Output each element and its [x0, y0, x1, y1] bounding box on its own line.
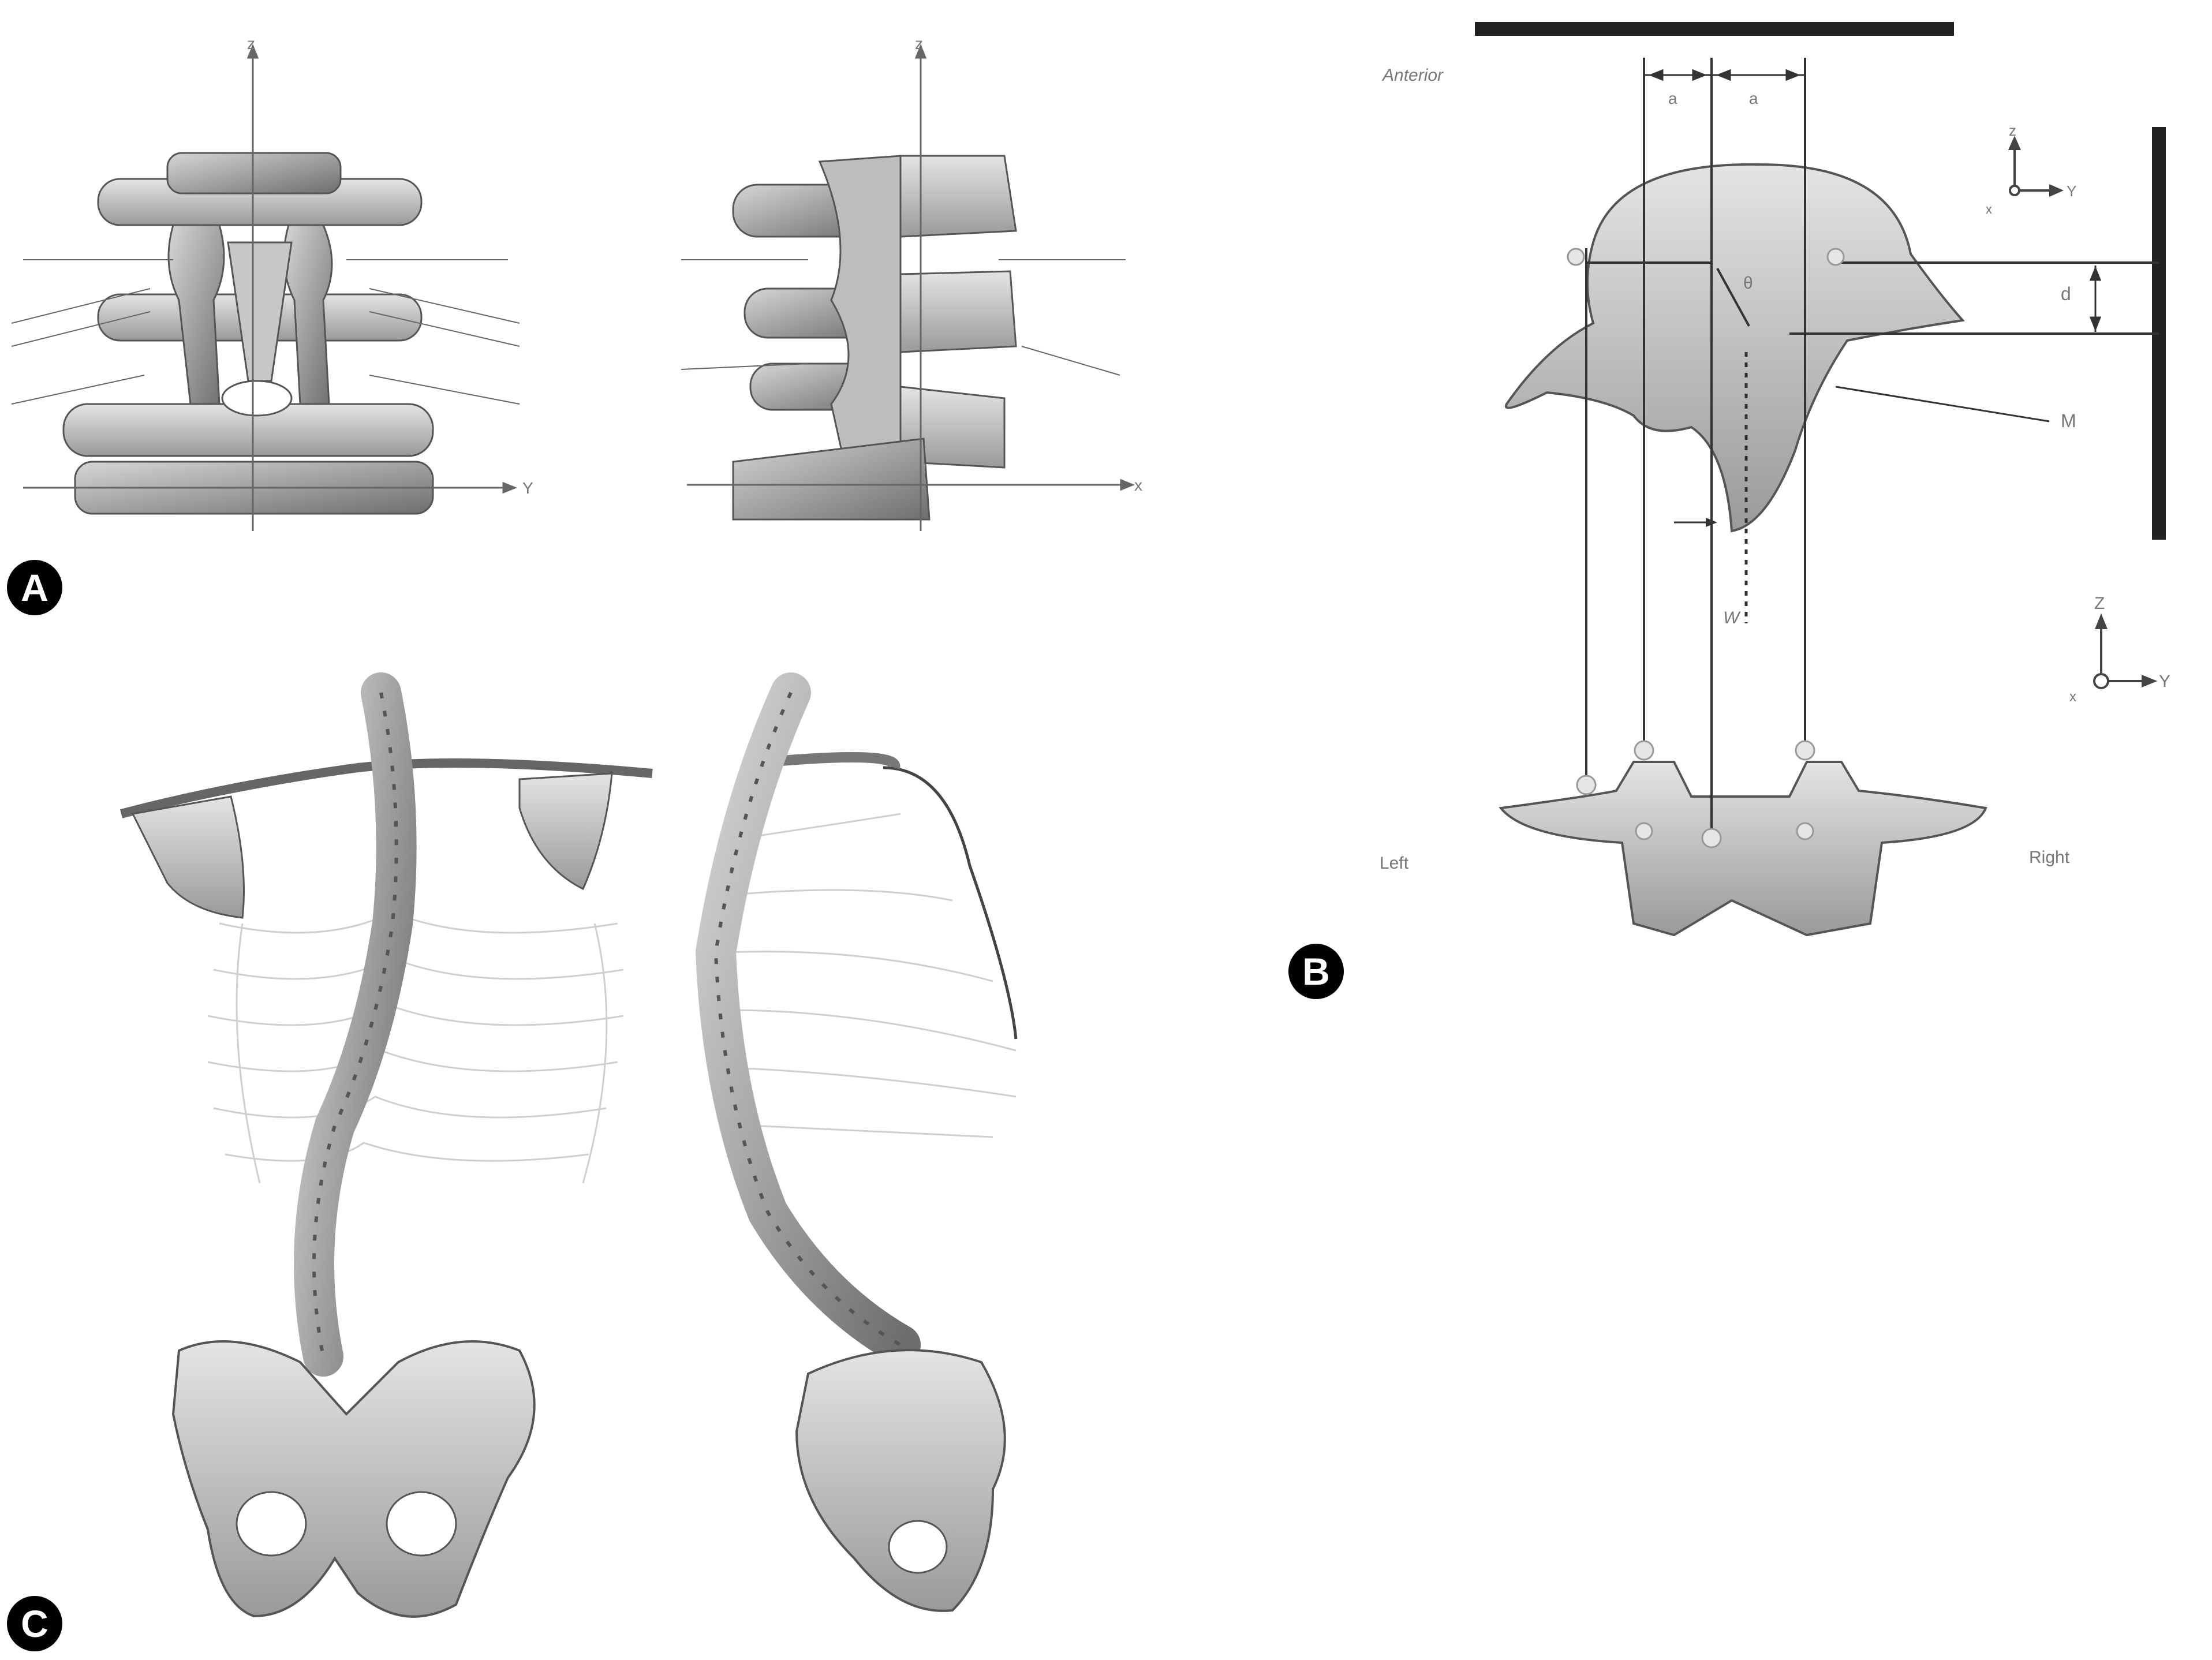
- panel-a-lateral-view: [732, 155, 1017, 521]
- d-label: d: [2061, 283, 2071, 304]
- rib-cage: [207, 911, 624, 1184]
- panel-a-side-z-axis-label: z: [915, 35, 923, 53]
- panel-c-posterior-skeleton: [119, 672, 653, 1618]
- spine-column: [294, 672, 417, 1377]
- panel-a: z Y z x: [11, 35, 1142, 531]
- panel-b-badge: B: [1288, 944, 1344, 999]
- axes-bottom-y: Y: [2159, 672, 2170, 691]
- rib-cage-lateral: [727, 813, 1017, 1138]
- dimension-arrows: [1644, 69, 2102, 332]
- left-label: Left: [1380, 854, 1409, 873]
- anterior-label: Anterior: [1381, 66, 1444, 85]
- axes-bottom-z: Z: [2094, 594, 2105, 613]
- axes-top-x: x: [1986, 202, 1992, 216]
- panel-a-axes-side: [681, 43, 1135, 531]
- panel-a-badge: A: [7, 560, 62, 615]
- dimension-a-left: a: [1668, 89, 1677, 107]
- muscle-leader: [1835, 386, 2050, 423]
- w-label: W: [1723, 608, 1741, 627]
- panel-a-posterior-view: [62, 152, 434, 515]
- panel-a-x-axis-label: x: [1134, 476, 1142, 494]
- axes-bottom-x: x: [2069, 689, 2076, 705]
- right-scapula: [518, 772, 613, 891]
- axes-bottom: [2093, 613, 2158, 689]
- muscle-label: M: [2061, 410, 2076, 431]
- panel-a-y-axis-label: Y: [522, 479, 533, 497]
- vertebra-top-view: [1504, 163, 1965, 533]
- landmarks: [1567, 248, 1845, 848]
- panel-a-z-axis-label: z: [247, 35, 255, 53]
- dimension-a-right: a: [1749, 89, 1758, 107]
- axes-top-y: Y: [2067, 182, 2076, 200]
- vertebra-posterior-view: [1499, 761, 1987, 937]
- pelvis-posterior: [171, 1340, 536, 1618]
- spine-column-lateral: [695, 672, 921, 1365]
- panel-c-badge: C: [7, 1596, 62, 1651]
- axes-top: [2008, 136, 2064, 197]
- axes-top-z: z: [2009, 122, 2016, 139]
- left-scapula: [131, 795, 245, 919]
- panel-c: [119, 672, 1018, 1618]
- panel-c-lateral-skeleton: [695, 672, 1018, 1612]
- panel-b: Anterior Left Right a a d θ M W z Y x Z …: [1380, 22, 2170, 937]
- panel-a-axes-front: [11, 43, 520, 531]
- right-label: Right: [2029, 848, 2070, 867]
- guide-lines: [1585, 58, 2159, 837]
- theta-label: θ: [1743, 274, 1753, 293]
- pelvis-lateral: [795, 1349, 1006, 1612]
